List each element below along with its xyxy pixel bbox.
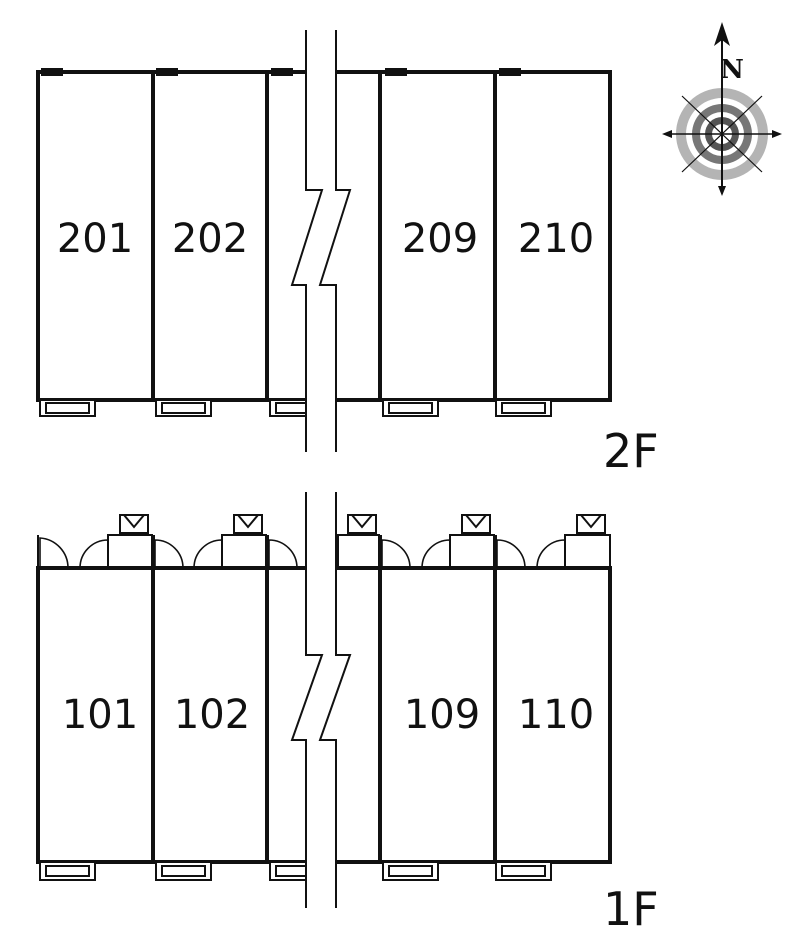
- unit-110-label: 110: [518, 692, 594, 738]
- unit-209-label: 209: [402, 216, 478, 262]
- floor-1f-label: 1F: [603, 882, 659, 936]
- compass-rose-icon: N: [662, 22, 782, 196]
- unit-102-label: 102: [174, 692, 250, 738]
- unit-101-label: 101: [62, 692, 138, 738]
- unit-201-label: 201: [57, 216, 133, 262]
- floor-1f-meter-boxes: [119, 514, 606, 534]
- floor-1f: 101 102 109 110 1F: [36, 492, 659, 936]
- floor-1f-balconies: [39, 861, 552, 881]
- floor-2f-label: 2F: [603, 424, 659, 478]
- floor-2f: 201 202 209 210 2F: [36, 30, 659, 478]
- floor-1f-doors: [39, 537, 566, 569]
- unit-109-label: 109: [404, 692, 480, 738]
- compass-north-label: N: [720, 55, 744, 85]
- unit-202-label: 202: [172, 216, 248, 262]
- unit-210-label: 210: [518, 216, 594, 262]
- floor-2f-balconies: [39, 399, 552, 417]
